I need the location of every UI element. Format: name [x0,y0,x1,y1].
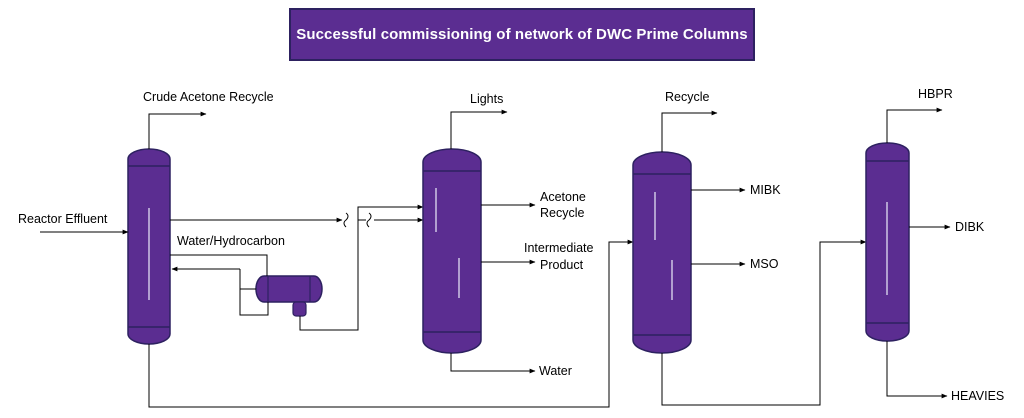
column-2-vessel [422,148,482,354]
line-break-symbol-1 [343,212,349,228]
acetone-recycle-label-line1: Acetone [540,190,586,204]
title-banner: Successful commissioning of network of D… [289,8,755,61]
acetone-recycle-label-line2: Recycle [540,206,585,220]
column-4 [865,142,910,342]
decanter [255,275,323,317]
column-1 [127,148,171,345]
dibk-label: DIBK [955,220,985,234]
diagram-title: Successful commissioning of network of D… [296,26,748,43]
decanter-return-line [239,288,269,316]
crude-acetone-recycle-label: Crude Acetone Recycle [143,90,274,104]
decanter-to-column-2-line [299,204,424,331]
column-3 [632,151,692,354]
mso-label: MSO [750,257,779,271]
mibk-label: MIBK [750,183,781,197]
water-hydrocarbon-line [170,254,268,276]
crude-acetone-recycle-line [148,111,207,149]
column-1-bottoms-line [148,239,634,408]
water-label: Water [539,364,572,378]
hbpr-label: HBPR [918,87,953,101]
lights-label: Lights [470,92,503,106]
recycle-label: Recycle [665,90,710,104]
decanter-vessel [255,275,323,303]
reactor-effluent-label: Reactor Effluent [18,212,108,226]
water-line [450,353,536,374]
heavies-label: HEAVIES [951,389,1004,403]
water-hydrocarbon-label: Water/Hydrocarbon [177,234,285,248]
column-2 [422,148,482,354]
intermediate-product-label-line2: Product [540,258,584,272]
decanter-boot [292,301,307,317]
line-break-symbol-2 [366,212,372,228]
intermediate-product-label-line1: Intermediate [524,241,594,255]
heavies-line [886,341,948,399]
column-3-bottoms-line [661,239,867,406]
column-3-vessel [632,151,692,354]
hbpr-line [886,107,943,143]
recycle-line [661,110,718,152]
lights-line [450,109,508,149]
